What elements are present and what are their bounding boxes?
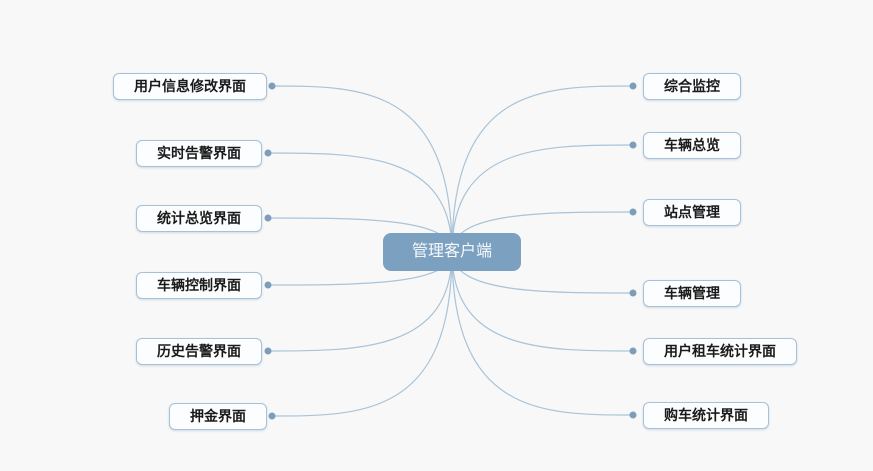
node-stats-overview-screen[interactable]: 统计总览界面 (136, 205, 262, 232)
branch-line-right-0 (451, 85, 634, 253)
node-user-rental-stats-screen[interactable]: 用户租车统计界面 (643, 338, 797, 365)
branch-line-left-5 (271, 251, 453, 417)
connector-dot (629, 289, 637, 297)
connector-dot (264, 281, 272, 289)
node-deposit-screen[interactable]: 押金界面 (169, 403, 267, 430)
connector-dot (629, 141, 637, 149)
connector-dot (264, 347, 272, 355)
node-vehicle-overview[interactable]: 车辆总览 (643, 132, 741, 159)
connector-dot (268, 82, 276, 90)
connector-dot (629, 347, 637, 355)
node-vehicle-control-screen[interactable]: 车辆控制界面 (136, 272, 262, 299)
connector-dot (264, 149, 272, 157)
branch-line-left-0 (271, 85, 453, 253)
node-user-info-edit-screen[interactable]: 用户信息修改界面 (113, 73, 267, 100)
branch-line-right-1 (451, 144, 634, 253)
connector-dot (264, 214, 272, 222)
center-node-management-client[interactable]: 管理客户端 (383, 233, 521, 271)
branch-line-right-5 (451, 251, 634, 416)
node-integrated-monitoring[interactable]: 综合监控 (643, 73, 741, 100)
node-purchase-stats-screen[interactable]: 购车统计界面 (643, 402, 769, 429)
node-history-alarm-screen[interactable]: 历史告警界面 (136, 338, 262, 365)
branch-line-right-4 (451, 251, 634, 352)
branch-line-left-1 (267, 152, 453, 253)
node-station-management[interactable]: 站点管理 (643, 199, 741, 226)
connector-dot (629, 208, 637, 216)
node-realtime-alarm-screen[interactable]: 实时告警界面 (136, 140, 262, 167)
connector-dot (629, 82, 637, 90)
branch-line-left-4 (267, 251, 453, 352)
connector-dot (268, 412, 276, 420)
connector-dot (629, 411, 637, 419)
node-vehicle-management[interactable]: 车辆管理 (643, 280, 741, 307)
